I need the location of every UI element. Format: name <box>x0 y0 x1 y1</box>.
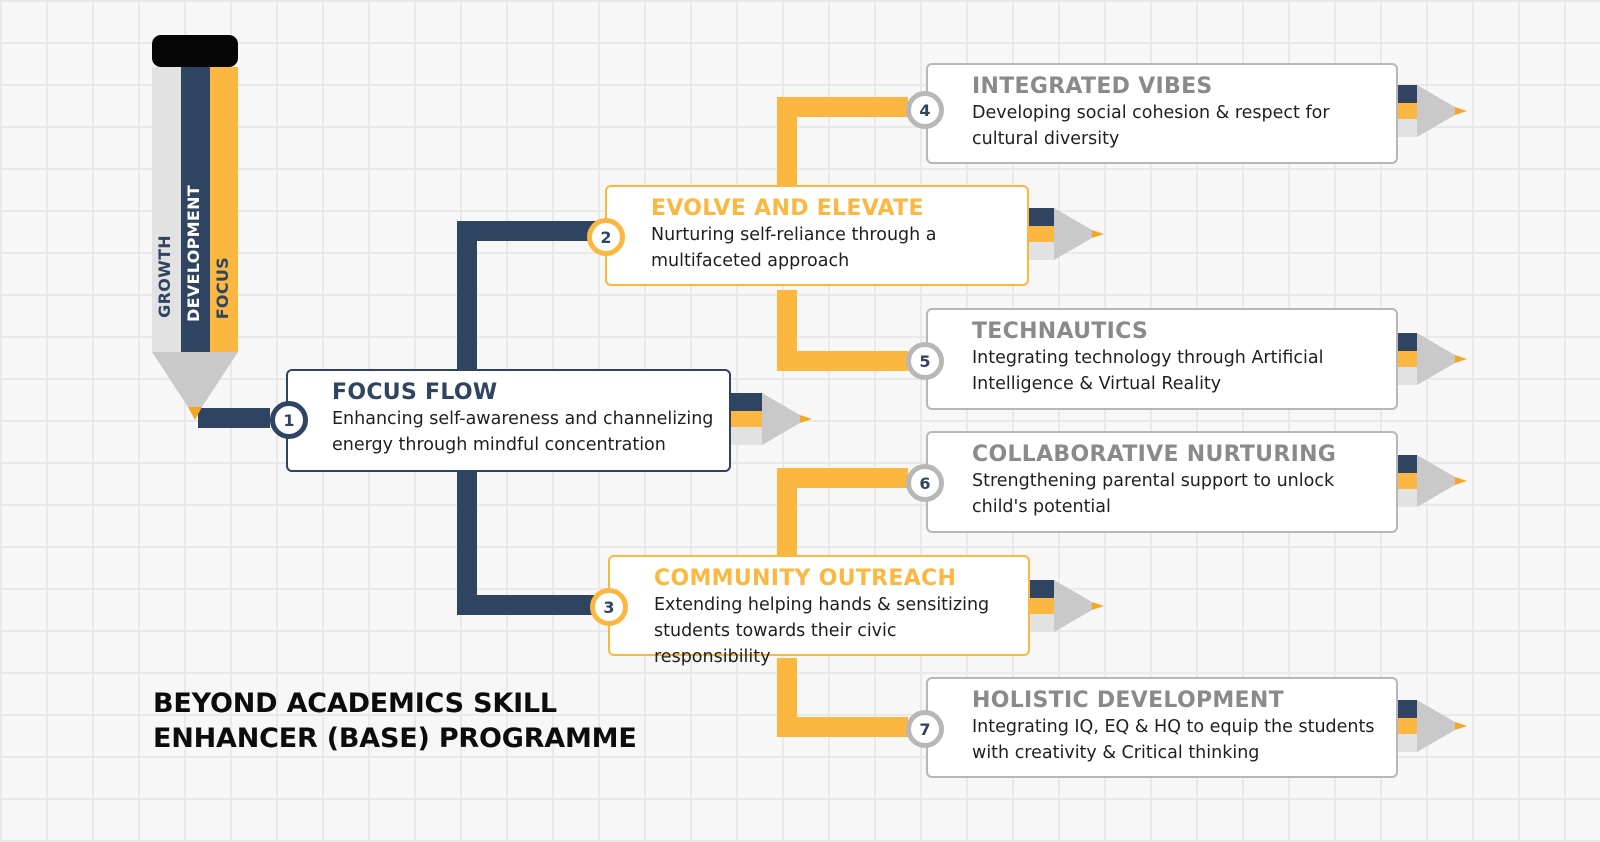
node-title: FOCUS FLOW <box>332 380 498 405</box>
pencil-stripe-grey <box>152 67 181 352</box>
node-title: INTEGRATED VIBES <box>972 74 1213 99</box>
pencil-arrow-3 <box>1020 580 1104 632</box>
pencil-label-growth: GROWTH <box>155 235 174 318</box>
node-number-badge: 7 <box>906 710 944 748</box>
node-number-badge: 4 <box>906 91 944 129</box>
node-technautics: TECHNAUTICS Integrating technology throu… <box>926 308 1398 410</box>
node-number-badge: 5 <box>906 342 944 380</box>
pencil-arrow-2 <box>1020 208 1104 260</box>
node-description-line: Enhancing self-awareness and channelizin… <box>332 409 714 429</box>
node-evolve-and-elevate: EVOLVE AND ELEVATE Nurturing self-relian… <box>605 185 1029 286</box>
pencil-wood <box>152 352 238 407</box>
node-description-line: Strengthening parental support to unlock <box>972 471 1335 491</box>
pencil-label-development: DEVELOPMENT <box>184 185 203 322</box>
node-description-line: Intelligence & Virtual Reality <box>972 374 1222 394</box>
node-description-line: Nurturing self-reliance through a <box>651 225 937 245</box>
node-title: TECHNAUTICS <box>972 319 1149 344</box>
node-title: COLLABORATIVE NURTURING <box>972 442 1337 467</box>
pencil-stripe-gold <box>210 67 238 352</box>
connector-2-to-5 <box>777 290 908 371</box>
node-description-line: child's potential <box>972 497 1111 517</box>
connector-1-to-3 <box>457 470 598 615</box>
pencil-graphic: GROWTH DEVELOPMENT FOCUS <box>150 35 240 420</box>
node-description-line: Extending helping hands & sensitizing <box>654 595 990 615</box>
node-number-badge: 6 <box>906 464 944 502</box>
node-description-line: Developing social cohesion & respect for <box>972 103 1330 123</box>
node-description-line: multifaceted approach <box>651 251 850 271</box>
pencil-label-focus: FOCUS <box>213 257 232 320</box>
node-description-line: energy through mindful concentration <box>332 435 666 455</box>
node-collaborative-nurturing: COLLABORATIVE NURTURING Strengthening pa… <box>926 431 1398 533</box>
connector-3-to-6 <box>777 468 908 555</box>
connector-1-to-2 <box>457 221 598 372</box>
node-title: EVOLVE AND ELEVATE <box>651 196 924 221</box>
node-focus-flow: FOCUS FLOW Enhancing self-awareness and … <box>286 369 731 472</box>
programme-title-line: BEYOND ACADEMICS SKILL <box>153 688 557 719</box>
node-description-line: Integrating technology through Artificia… <box>972 348 1324 368</box>
node-number-badge: 1 <box>270 401 308 439</box>
connector-2-to-4 <box>777 97 908 188</box>
pencil-lead <box>188 407 202 420</box>
programme-title: BEYOND ACADEMICS SKILL ENHANCER (BASE) P… <box>153 686 637 756</box>
pencil-arrow-1 <box>728 393 812 445</box>
pencil-eraser <box>152 35 238 67</box>
connector-3-to-7 <box>777 658 908 737</box>
pencil-stripe-navy <box>181 67 210 352</box>
node-integrated-vibes: INTEGRATED VIBES Developing social cohes… <box>926 63 1398 164</box>
node-number-badge: 3 <box>590 588 628 626</box>
node-number-badge: 2 <box>587 218 625 256</box>
node-holistic-development: HOLISTIC DEVELOPMENT Integrating IQ, EQ … <box>926 677 1398 778</box>
node-description-line: students towards their civic responsibil… <box>654 621 897 667</box>
node-title: COMMUNITY OUTREACH <box>654 566 957 591</box>
node-community-outreach: COMMUNITY OUTREACH Extending helping han… <box>608 555 1030 667</box>
programme-title-line: ENHANCER (BASE) PROGRAMME <box>153 723 637 754</box>
node-title: HOLISTIC DEVELOPMENT <box>972 688 1284 713</box>
node-description-line: Integrating IQ, EQ & HQ to equip the stu… <box>972 717 1375 737</box>
node-description-line: with creativity & Critical thinking <box>972 743 1260 763</box>
node-description-line: cultural diversity <box>972 129 1120 149</box>
